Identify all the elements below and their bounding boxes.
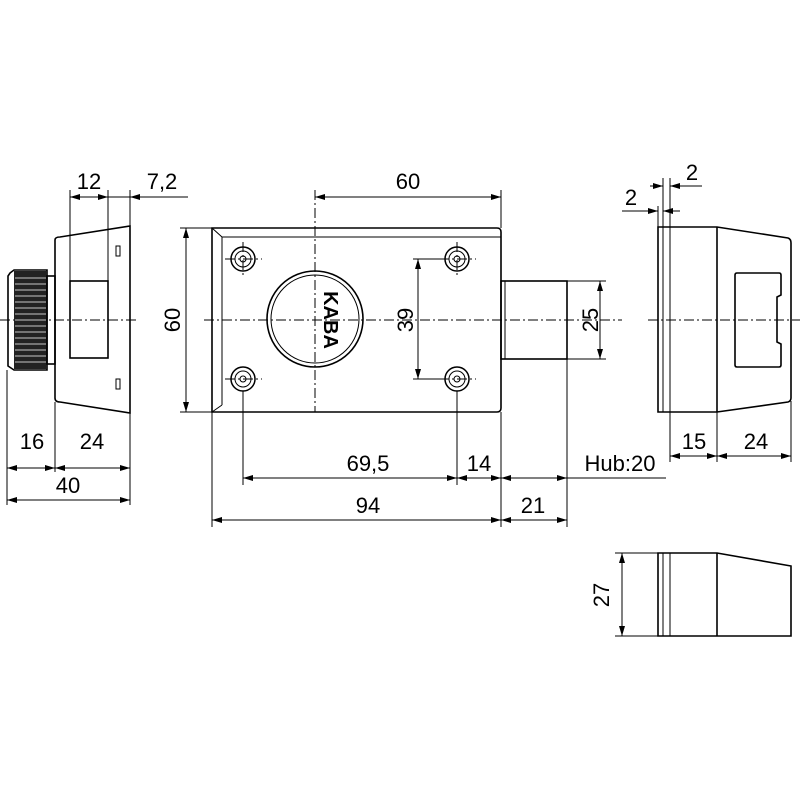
dim-16: 16 — [20, 429, 44, 454]
dim-2-top: 2 — [686, 160, 698, 185]
kaba-logo: KABA — [319, 291, 341, 349]
plate-bevel — [211, 227, 501, 413]
strike-bottom — [657, 552, 792, 637]
front-view: KABA 60 60 39 25 69,5 14 Hub:20 — [160, 169, 666, 527]
dim-27: 27 — [589, 583, 614, 607]
dim-15: 15 — [682, 429, 706, 454]
knob — [7, 269, 56, 371]
lock-plate — [211, 227, 502, 413]
dim-25: 25 — [578, 308, 603, 332]
dim-width-60: 60 — [396, 169, 420, 194]
bolt-opening — [69, 280, 109, 359]
dim-24-right: 24 — [744, 429, 768, 454]
slot — [115, 378, 121, 390]
strike-window — [734, 272, 782, 368]
dim-24: 24 — [80, 429, 104, 454]
dim-2-lower: 2 — [625, 185, 637, 210]
dim-39: 39 — [393, 308, 418, 332]
right-side-view: 2 2 15 24 — [622, 160, 800, 462]
dim-height-60: 60 — [160, 308, 185, 332]
dim-14: 14 — [467, 451, 491, 476]
screw-holes — [225, 242, 476, 392]
dim-40: 40 — [56, 473, 80, 498]
slot — [115, 245, 121, 257]
bottom-view: 27 — [589, 552, 792, 637]
dim-hub: Hub:20 — [585, 451, 656, 476]
strike-body — [657, 226, 792, 413]
dim-69-5: 69,5 — [347, 451, 390, 476]
dim-21: 21 — [521, 493, 545, 518]
dim-7-2: 7,2 — [147, 169, 178, 194]
dim-12: 12 — [77, 169, 101, 194]
left-side-view: 12 7,2 16 24 40 — [0, 169, 188, 505]
dim-94: 94 — [356, 493, 380, 518]
